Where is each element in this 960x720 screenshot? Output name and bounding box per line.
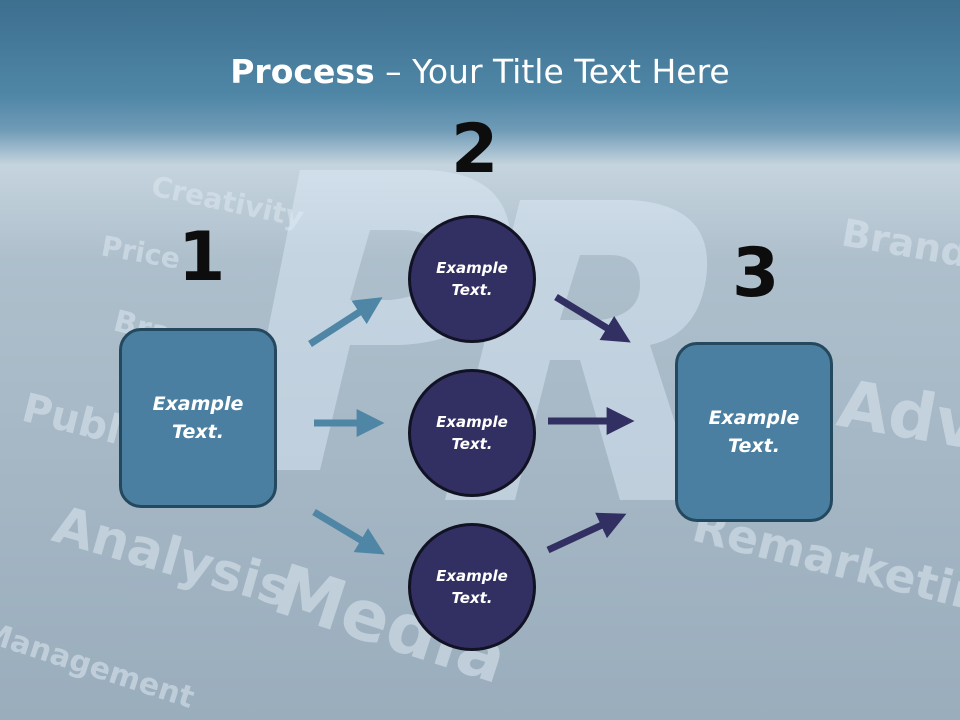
- arrow-bottom-to-right: [546, 512, 627, 554]
- title-bold: Process: [230, 52, 375, 91]
- right-box-text: Example Text.: [708, 406, 800, 458]
- circle-middle-text: Example Text.: [436, 412, 508, 454]
- arrow-top-to-right: [554, 294, 631, 343]
- process-circle-bottom: Example Text.: [408, 523, 536, 651]
- left-box-text: Example Text.: [152, 392, 244, 444]
- circle-top-text: Example Text.: [436, 258, 508, 300]
- process-circle-top: Example Text.: [408, 215, 536, 343]
- arrow-left-to-top: [308, 297, 383, 347]
- step-number-2: 2: [451, 110, 499, 189]
- left-process-box: Example Text.: [119, 328, 277, 508]
- title-rest: – Your Title Text Here: [374, 52, 730, 91]
- process-circle-middle: Example Text.: [408, 369, 536, 497]
- right-process-box: Example Text.: [675, 342, 833, 522]
- step-number-1: 1: [178, 218, 226, 297]
- slide-title: Process – Your Title Text Here: [0, 52, 960, 91]
- circle-bottom-text: Example Text.: [436, 566, 508, 608]
- arrow-left-to-bottom: [312, 508, 385, 555]
- step-number-3: 3: [732, 234, 780, 313]
